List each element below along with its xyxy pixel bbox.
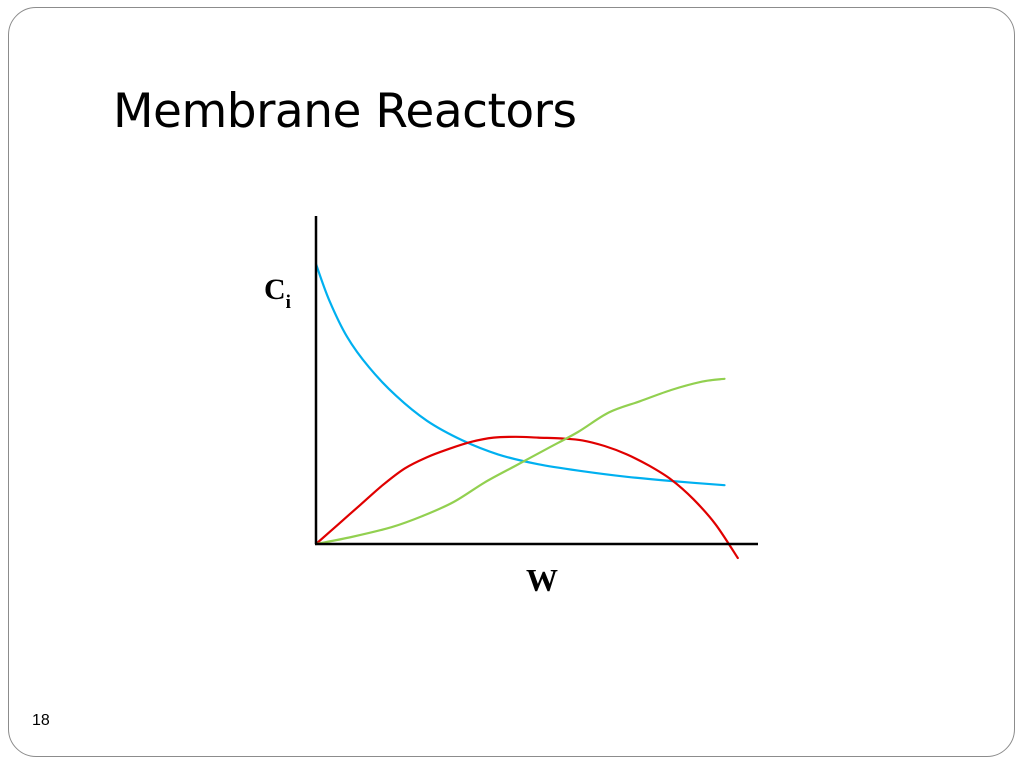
slide-frame xyxy=(8,7,1015,757)
x-axis-label: W xyxy=(526,562,558,598)
y-axis-label: Ci xyxy=(264,273,291,313)
y-axis-label-subscript: i xyxy=(285,292,291,313)
series-line-1 xyxy=(314,262,726,487)
series-layer xyxy=(314,262,739,560)
slide-title: Membrane Reactors xyxy=(113,84,577,139)
series-line-2 xyxy=(314,435,739,560)
series-line-3 xyxy=(314,377,726,546)
page-number: 18 xyxy=(32,712,50,729)
y-axis-label-main: C xyxy=(264,273,286,306)
